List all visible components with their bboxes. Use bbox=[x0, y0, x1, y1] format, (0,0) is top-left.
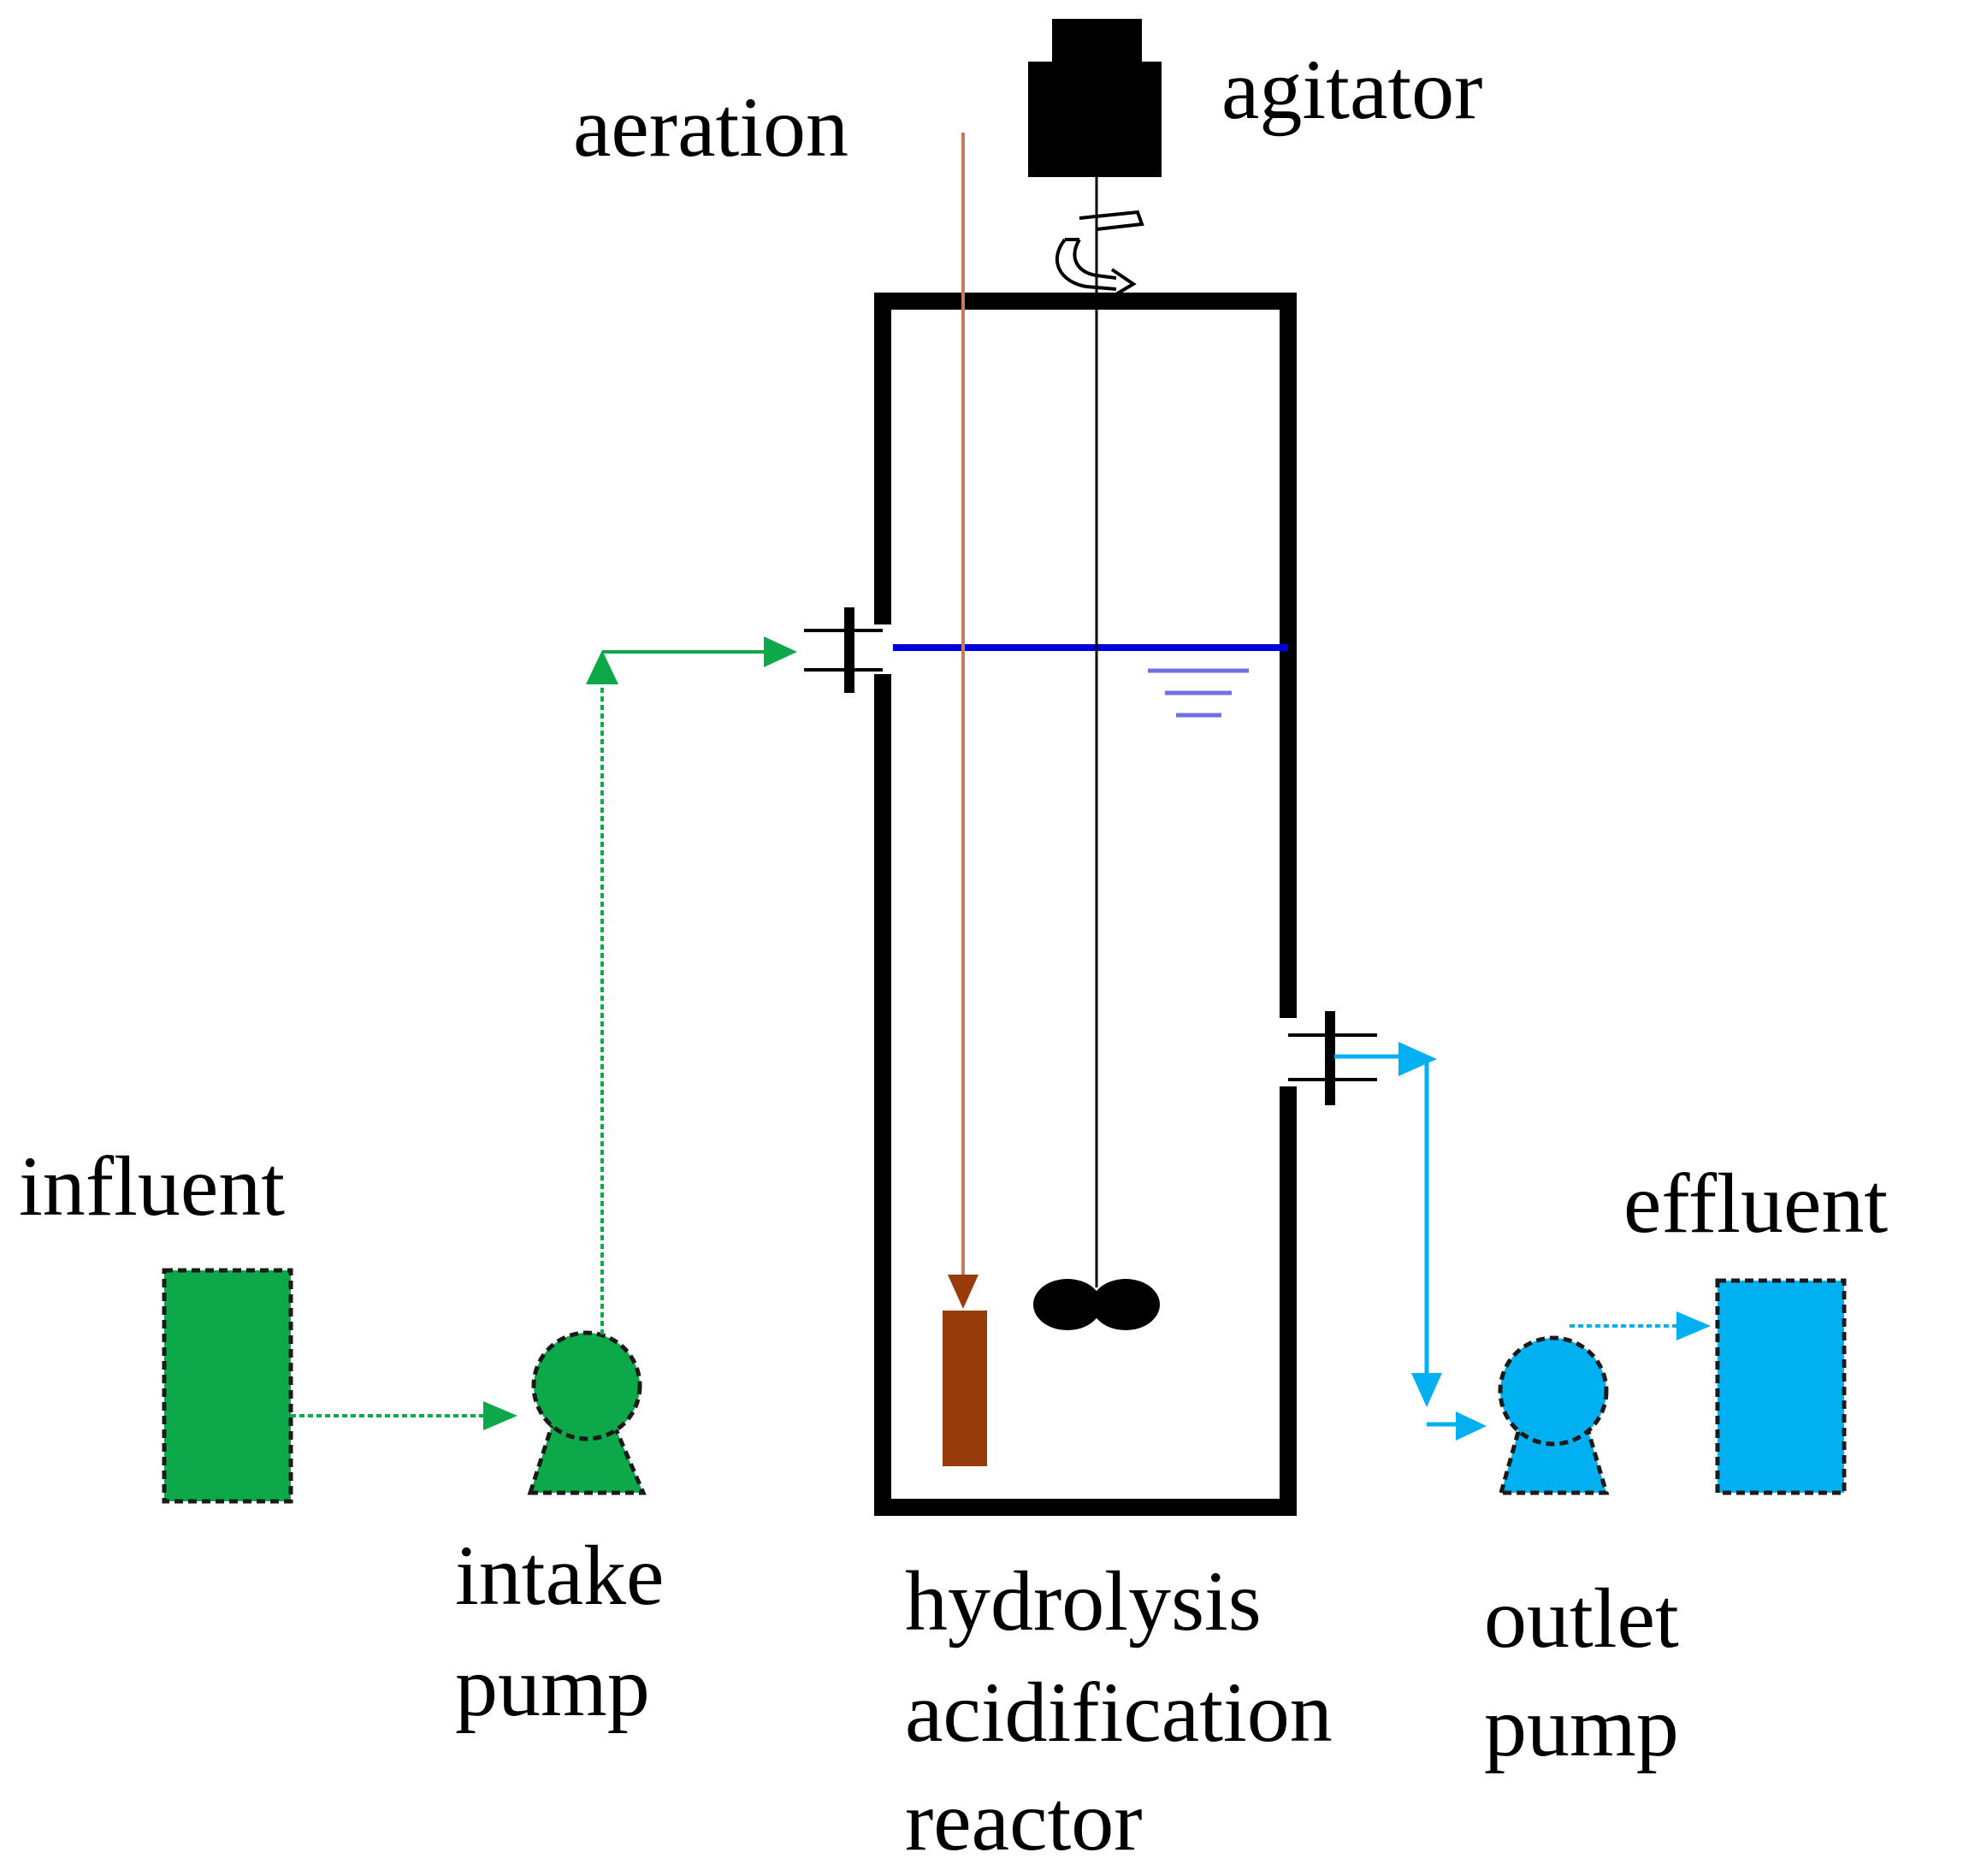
reactor bbox=[804, 293, 1377, 1516]
reactor-label-line3: reactor bbox=[905, 1773, 1143, 1868]
outlet-pump-label-line1: outlet bbox=[1484, 1571, 1679, 1666]
aeration-arrowhead bbox=[948, 1275, 979, 1309]
outlet-fitting bbox=[1288, 1011, 1377, 1105]
influent-tank-icon bbox=[162, 1268, 293, 1504]
intake-pump-label-line2: pump bbox=[455, 1639, 650, 1734]
impeller-icon bbox=[1033, 1279, 1160, 1330]
reactor-label-line2: acidification bbox=[905, 1665, 1333, 1760]
reactor-label-line1: hydrolysis bbox=[905, 1553, 1262, 1648]
effluent-tank-icon bbox=[1715, 1278, 1847, 1495]
aeration-diffuser-icon bbox=[943, 1311, 987, 1466]
agitator-motor-icon bbox=[1028, 19, 1162, 177]
effluent-label: effluent bbox=[1623, 1156, 1888, 1251]
inlet-fitting bbox=[804, 607, 883, 693]
outlet-pump-icon bbox=[1498, 1335, 1610, 1495]
influent-flow bbox=[291, 636, 797, 1430]
intake-pump-label-line1: intake bbox=[455, 1528, 664, 1623]
outlet-pump-label-line2: pump bbox=[1484, 1679, 1679, 1774]
outlet-flow bbox=[1334, 1042, 1711, 1441]
intake-pump-icon bbox=[527, 1330, 647, 1495]
aeration-label: aeration bbox=[573, 80, 848, 175]
water-level-icon bbox=[1148, 668, 1249, 718]
rotation-arrow-icon bbox=[1055, 210, 1144, 299]
influent-label: influent bbox=[19, 1139, 285, 1234]
agitator-label: agitator bbox=[1221, 42, 1482, 137]
reactor-wall bbox=[874, 293, 1297, 1516]
